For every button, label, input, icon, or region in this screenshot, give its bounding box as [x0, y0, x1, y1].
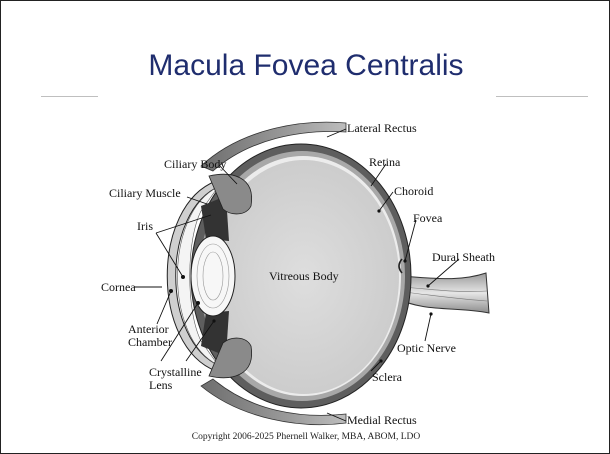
copyright-footer: Copyright 2006-2025 Phernell Walker, MBA… — [1, 432, 610, 442]
label-ciliary-muscle: Ciliary Muscle — [109, 187, 181, 200]
label-fovea: Fovea — [413, 212, 442, 225]
label-chamber: Chamber — [128, 336, 172, 349]
label-dural-sheath: Dural Sheath — [432, 251, 495, 264]
label-vitreous-body: Vitreous Body — [269, 270, 339, 283]
label-choroid: Choroid — [394, 185, 433, 198]
label-medial-rectus: Medial Rectus — [347, 414, 417, 427]
label-retina: Retina — [369, 156, 400, 169]
label-cornea: Cornea — [101, 281, 136, 294]
label-ciliary-body: Ciliary Body — [164, 158, 226, 171]
label-iris: Iris — [137, 220, 153, 233]
label-sclera: Sclera — [372, 371, 402, 384]
label-optic-nerve: Optic Nerve — [397, 342, 456, 355]
label-lateral-rectus: Lateral Rectus — [347, 122, 417, 135]
label-lens: Lens — [149, 379, 172, 392]
